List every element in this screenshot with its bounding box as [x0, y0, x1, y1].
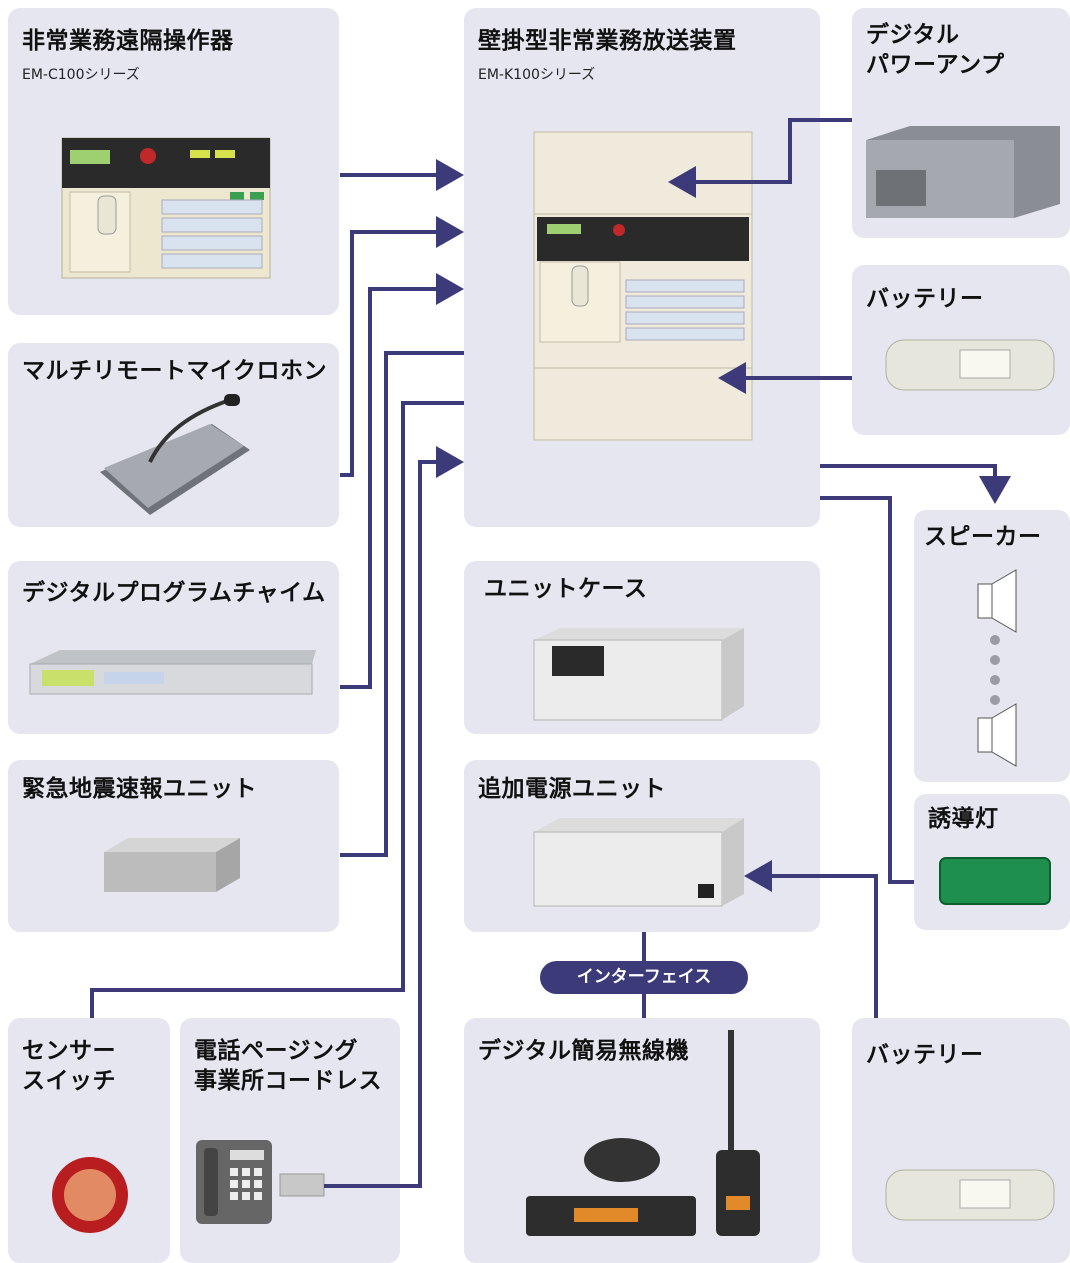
speaker-icon-top	[977, 569, 1017, 633]
radio-title: デジタル簡易無線機	[478, 1038, 690, 1064]
mic-title: マルチリモートマイクロホン	[22, 358, 328, 384]
wire-amp	[668, 118, 852, 198]
power-unit-image	[533, 818, 744, 907]
amp-image	[866, 126, 1060, 218]
amp-title: デジタル パワーアンプ	[866, 22, 1005, 78]
unit-case-title: ユニットケース	[484, 576, 648, 602]
wire-mic	[340, 216, 464, 477]
chime-image	[29, 650, 316, 695]
phone-title: 電話ページング 事業所コードレス	[194, 1038, 382, 1094]
battery-bottom-image	[885, 1169, 1055, 1221]
wire-phone	[324, 446, 464, 1188]
main-unit-image	[533, 131, 753, 441]
power-unit-title: 追加電源ユニット	[478, 776, 666, 802]
wire-battery-bottom	[744, 860, 878, 1018]
exit-light-image	[939, 857, 1051, 905]
main-unit-model: EM-K100シリーズ	[478, 67, 596, 83]
remote-console-image	[61, 137, 271, 279]
wire-chime	[340, 273, 464, 689]
battery-bottom-title: バッテリー	[866, 1042, 984, 1068]
eq-unit-image	[104, 838, 240, 892]
speaker-title: スピーカー	[924, 524, 1042, 550]
battery-top-title: バッテリー	[866, 286, 984, 312]
speaker-icon-bottom	[977, 703, 1017, 767]
panel-battery-bottom	[852, 1018, 1070, 1263]
sensor-title: センサー スイッチ	[22, 1038, 116, 1094]
unit-case-image	[533, 628, 744, 721]
exit-light-title: 誘導灯	[928, 806, 999, 832]
phone-image	[196, 1140, 325, 1224]
eq-unit-title: 緊急地震速報ユニット	[22, 776, 257, 802]
wire-speaker	[820, 464, 1011, 504]
remote-console-title: 非常業務遠隔操作器	[22, 28, 234, 54]
wire-sensor	[90, 401, 464, 1018]
wire-eq-unit	[340, 351, 464, 857]
wire-exit-light	[820, 496, 914, 884]
sensor-image	[52, 1157, 128, 1233]
main-unit-title: 壁掛型非常業務放送装置	[478, 28, 737, 54]
wiring	[90, 118, 1011, 1188]
battery-top-image	[885, 339, 1055, 391]
chime-title: デジタルプログラムチャイム	[22, 580, 326, 606]
radio-image	[526, 1030, 760, 1236]
panel-chime	[8, 561, 339, 734]
interface-label: インターフェイス	[540, 961, 748, 994]
mic-image	[100, 394, 250, 515]
remote-console-model: EM-C100シリーズ	[22, 67, 140, 83]
speaker-dots	[990, 635, 1000, 705]
